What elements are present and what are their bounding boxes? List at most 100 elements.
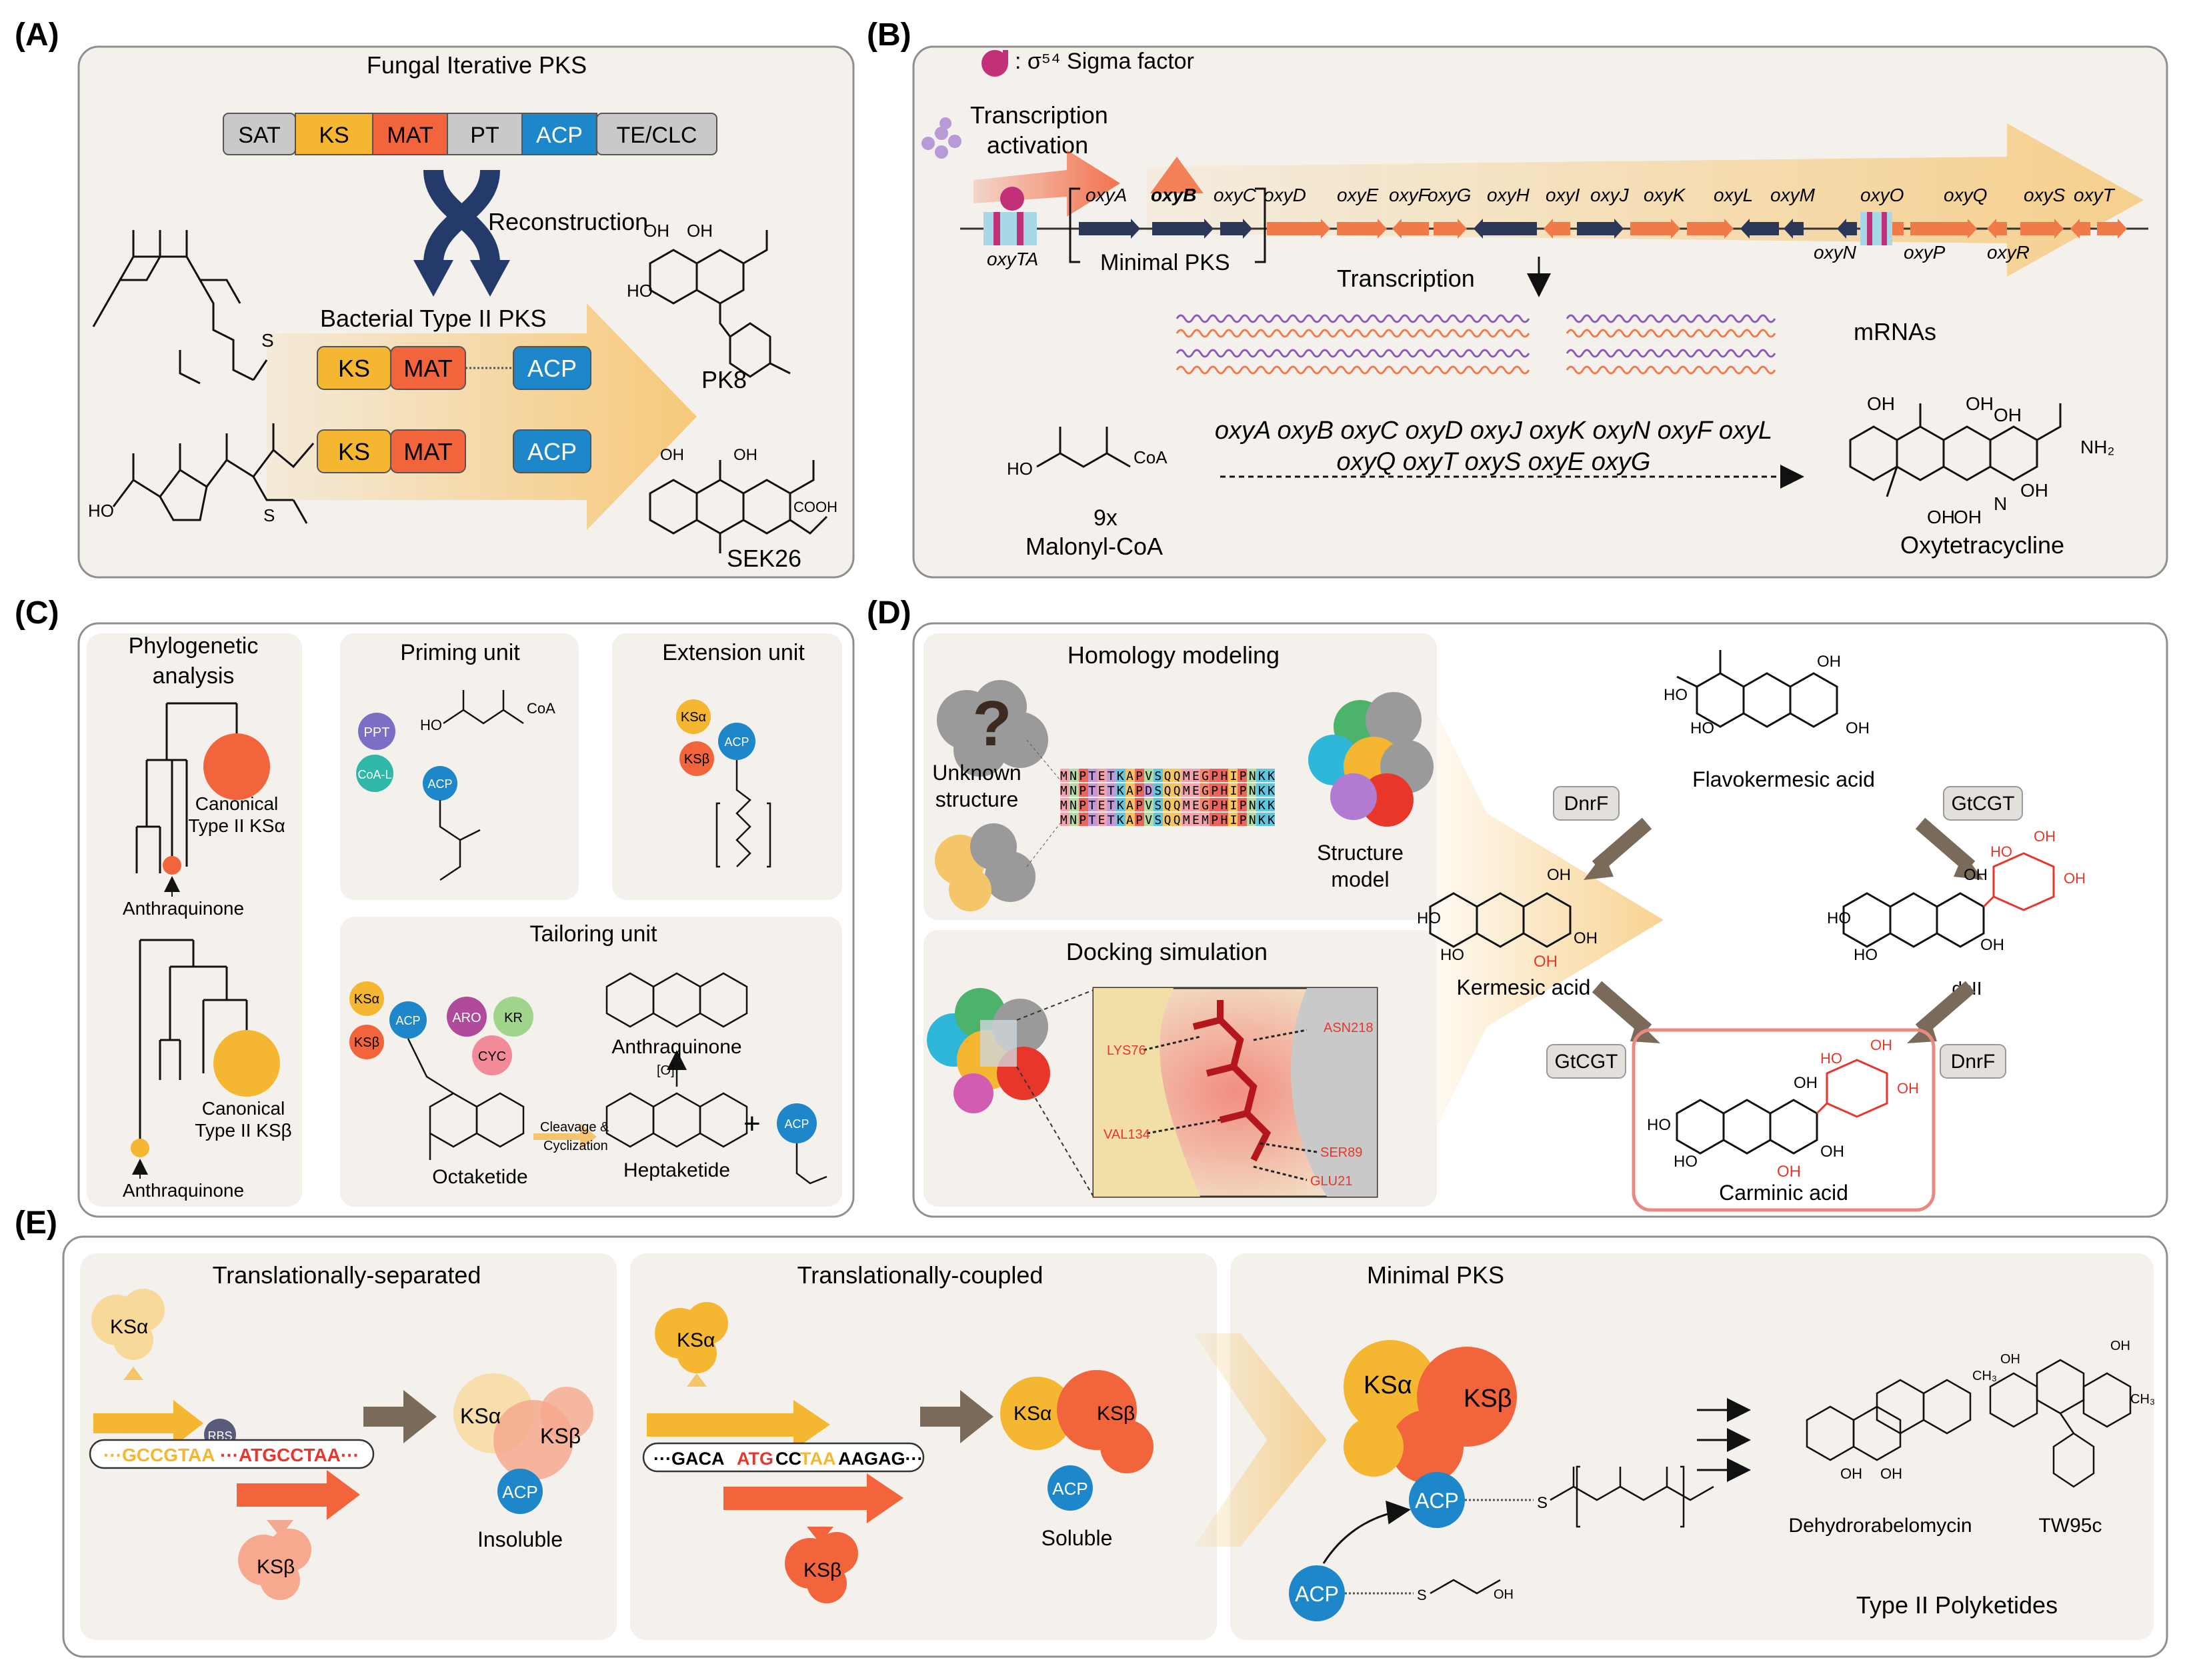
gene-label-oxyg: oxyG — [1428, 185, 1471, 205]
structure-model-blob — [1308, 692, 1434, 827]
octaketide-chain-top — [92, 230, 268, 385]
acp-loading-arrow — [1322, 1500, 1411, 1564]
gene-arrow — [1740, 219, 1779, 239]
gene-list-2: oxyQ oxyT oxyS oxyE oxyG — [1337, 448, 1651, 476]
free-ksb-blob — [238, 1529, 311, 1600]
dehydrorabelomycin-structure — [1806, 1379, 1972, 1461]
oxyo-element — [1860, 212, 1892, 245]
dcii-oh-2: OH — [1980, 936, 2004, 954]
coupled-title: Translationally-coupled — [797, 1261, 1043, 1289]
kermesic-oh-1: OH — [1547, 866, 1571, 884]
malonyl-coa-structure — [1036, 427, 1131, 468]
cpl-result-arrow — [920, 1390, 993, 1443]
question-mark: ? — [973, 688, 1012, 759]
canonical-ksa-1: Canonical — [195, 793, 279, 814]
gene-arrow — [1784, 219, 1804, 239]
gene-arrow — [1474, 219, 1537, 239]
ext-ksa: KSα — [681, 710, 706, 725]
gene-label-oxyt: oxyT — [2074, 185, 2116, 205]
dehydro-oh-2: OH — [1880, 1465, 1902, 1482]
fungal-domain-bar: SAT KS MAT PT ACP TE/CLC — [223, 113, 717, 155]
pk8-ho: HO — [627, 281, 653, 301]
gtcgt-tag-1 — [1943, 786, 2023, 821]
row2-ks: KS — [338, 438, 370, 465]
gene-label-oxyc: oxyC — [1214, 185, 1257, 205]
gene-label-oxyk: oxyK — [1644, 185, 1686, 205]
sep-seq-b: ···ATGCCTAA··· — [220, 1445, 359, 1465]
chain-bottom-s: S — [263, 505, 275, 525]
hydrogen-bonds — [1143, 1029, 1318, 1181]
min-ksb: KSβ — [1464, 1385, 1512, 1413]
carminic-sugar-ho: HO — [1820, 1050, 1842, 1067]
gtcgt-label-1: GtCGT — [1952, 793, 2015, 815]
insoluble-complex-blob — [453, 1373, 593, 1480]
cpl-seq-d: TAA — [800, 1449, 836, 1469]
kermesic-oh-2: OH — [1574, 929, 1598, 947]
canonical-ksb-1: Canonical — [202, 1098, 285, 1119]
transcription-flow-arrow — [1147, 123, 2144, 277]
minimal-polyketide-chain — [1550, 1465, 1714, 1528]
dehydro-oh-1: OH — [1840, 1465, 1862, 1482]
oxyta-element — [983, 187, 1037, 245]
sequence-row: MNPTETKAPVSQQMEGPHIPNKK — [1060, 769, 1275, 783]
dcii-sugar-ho: HO — [1990, 843, 2012, 860]
minimal-flow-arrow — [1194, 1333, 1327, 1547]
gene-arrow — [2020, 219, 2064, 239]
kermesic-ho-1: HO — [1417, 909, 1441, 927]
dcii-glucose — [1982, 852, 2055, 911]
residue-asn218: ASN218 — [1324, 1021, 1374, 1035]
aro-domain: ARO — [452, 1011, 481, 1025]
min-s-2: S — [1417, 1587, 1427, 1603]
gene-arrow — [1392, 219, 1429, 239]
min-acp-free: ACP — [1295, 1582, 1339, 1606]
dcii-ho-2: HO — [1854, 946, 1878, 964]
pk8-structure — [649, 230, 791, 378]
residue-glu21: GLU21 — [1310, 1174, 1352, 1189]
anthraquinone-ksa-node — [163, 856, 181, 875]
bacterial-type2-label: Bacterial Type II PKS — [320, 305, 547, 332]
oxidation-label: [O] — [657, 1063, 675, 1078]
oxytetracycline-structure — [1849, 403, 2062, 497]
dcii-oh-1: OH — [1964, 866, 1988, 884]
octaketide-label: Octaketide — [432, 1166, 527, 1188]
mrna-waves — [1176, 314, 1776, 375]
homology-title: Homology modeling — [1067, 641, 1280, 669]
dnrf-tag-1 — [1553, 786, 1620, 821]
coupled-subpanel — [630, 1253, 1217, 1640]
domain-acp — [521, 113, 597, 155]
gene-arrow — [1434, 219, 1467, 239]
row1-ks: KS — [338, 355, 370, 382]
unknown-label-1: Unknown — [932, 761, 1021, 785]
sek26-label: SEK26 — [727, 545, 801, 572]
tailoring-title: Tailoring unit — [530, 921, 657, 947]
carminic-acid-box — [1632, 1028, 1936, 1212]
kermesic-label: Kermesic acid — [1457, 975, 1591, 999]
min-oh-tail: OH — [1494, 1587, 1514, 1602]
otc-nh2: NH₂ — [2080, 437, 2114, 457]
priming-acp: ACP — [427, 777, 452, 791]
residue-ser89: SER89 — [1320, 1145, 1362, 1160]
ext-ksb: KSβ — [684, 752, 709, 767]
priming-ho: HO — [420, 717, 442, 733]
anthraquinone-ksb-node — [131, 1139, 149, 1157]
otc-oh-2: OH — [1966, 393, 1994, 414]
tw95c-oh-2: OH — [2000, 1352, 2020, 1367]
carminic-sugar-oh-1: OH — [1870, 1037, 1892, 1053]
plus-sign: + — [743, 1107, 761, 1140]
insol-ksa: KSα — [460, 1404, 501, 1428]
octaketide-chain-bottom — [112, 423, 315, 524]
priming-subpanel — [340, 633, 579, 900]
sek26-oh-1: OH — [660, 446, 684, 464]
mrnas-label: mRNAs — [1854, 318, 1936, 345]
carminic-oh-1: OH — [1794, 1074, 1818, 1092]
canonical-ksb-2: Type II KSβ — [195, 1120, 291, 1141]
coal-domain: CoA-L — [357, 768, 391, 781]
tail-acp: ACP — [395, 1014, 420, 1027]
gene-label-oxya: oxyA — [1085, 185, 1127, 205]
gene-label-oxys: oxyS — [2024, 185, 2066, 205]
sep-ksb: KSβ — [257, 1556, 295, 1578]
sep-seq-a: ···GCCGTAA — [103, 1445, 215, 1465]
octaketide-structure — [407, 1038, 525, 1160]
sequence-alignment: MNPTETKAPVSQQMEGPHIPNKKMNPTETKAPDSQQMEGP… — [1026, 739, 1275, 867]
